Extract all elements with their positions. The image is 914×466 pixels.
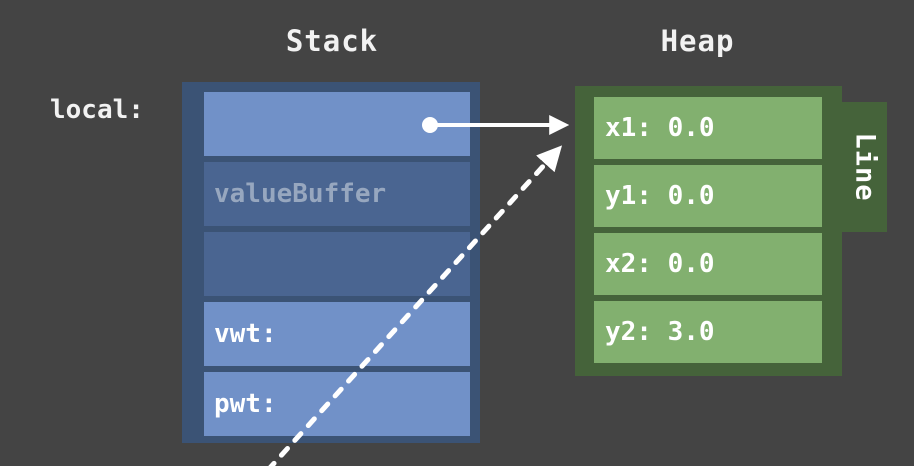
heap-field-y1: y1: 0.0: [594, 165, 822, 227]
heap-field-y2: y2: 3.0: [594, 301, 822, 363]
heap-field-x1: x1: 0.0: [594, 97, 822, 159]
heap-object-type-tab: Line: [842, 102, 887, 232]
heap-object-line: x1: 0.0 y1: 0.0 x2: 0.0 y2: 3.0: [575, 86, 842, 376]
stack-slot-vwt: vwt:: [204, 302, 470, 366]
heap-title: Heap: [660, 24, 735, 58]
stack-slot-list: valueBuffer vwt: pwt:: [204, 92, 470, 436]
stack-slot-valuebuffer: valueBuffer: [204, 162, 470, 226]
heap-object-type-label: Line: [849, 132, 880, 202]
heap-field-x2: x2: 0.0: [594, 233, 822, 295]
heap-field-list: x1: 0.0 y1: 0.0 x2: 0.0 y2: 3.0: [594, 97, 822, 365]
stack-frame: valueBuffer vwt: pwt:: [182, 82, 480, 443]
stack-title: Stack: [285, 24, 379, 58]
stack-slot-2: [204, 232, 470, 296]
stack-slot-pwt: pwt:: [204, 372, 470, 436]
stack-slot-0: [204, 92, 470, 156]
local-variable-label: local:: [50, 95, 144, 125]
